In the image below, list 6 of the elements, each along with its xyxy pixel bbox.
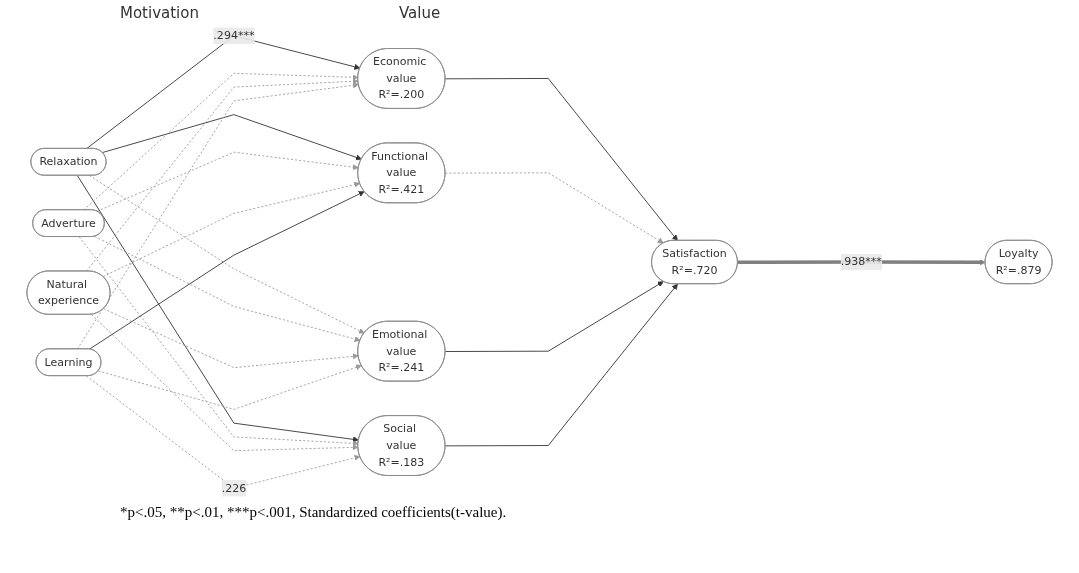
column-heading: Value (399, 4, 441, 22)
edge-label: .294*** (213, 28, 255, 42)
footnote: *p<.05, **p<.01, ***p<.001, Standardized coefficients(t-value). (119, 503, 508, 522)
edge-label: .938*** (840, 255, 882, 269)
column-heading: Motivation (120, 4, 199, 22)
edge-label: .226 (221, 481, 247, 495)
